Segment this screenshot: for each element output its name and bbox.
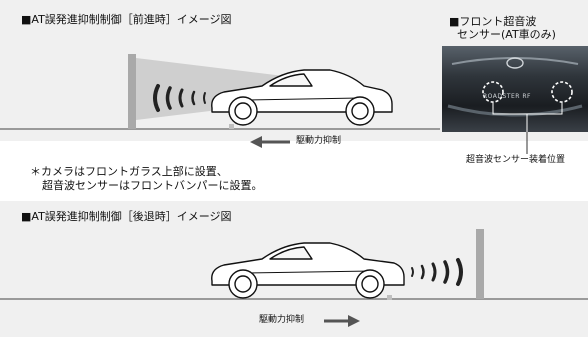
car-reverse: [211, 242, 405, 299]
note-line1: ＊カメラはフロントガラス上部に設置、: [30, 165, 228, 178]
car-forward: [211, 69, 393, 126]
sensor-position-label: 超音波センサー装着位置: [466, 155, 566, 165]
reverse-drive-suppression-arrow: [324, 315, 360, 327]
reverse-illustration: [0, 229, 588, 327]
forward-diagram-title: ■AT誤発進抑制制御［前進時］イメージ図: [21, 13, 232, 26]
ultrasonic-waves-reverse: [411, 258, 463, 286]
note-line2: 超音波センサーはフロントバンパーに設置。: [42, 179, 263, 192]
bumper-graphic: [447, 57, 583, 132]
sensor-marker-right: [551, 81, 573, 103]
ultrasonic-waves: [153, 84, 206, 112]
obstacle-wall: [128, 54, 136, 129]
forward-drive-suppression-arrow: [250, 136, 290, 148]
front-bumper-photo: ROADSTER RF: [442, 46, 588, 132]
license-plate-text: ROADSTER RF: [483, 93, 531, 100]
reverse-diagram-title: ■AT誤発進抑制制御［後退時］イメージ図: [21, 210, 232, 223]
obstacle-wall-reverse: [476, 229, 484, 299]
forward-illustration: [0, 54, 440, 148]
sensor-caption-line2: センサー(AT車のみ): [457, 28, 556, 41]
sensor-leader-line: [526, 132, 528, 154]
reverse-arrow-label: 駆動力抑制: [259, 315, 305, 325]
sensor-caption-line1: ■フロント超音波: [449, 15, 537, 28]
forward-arrow-label: 駆動力抑制: [296, 136, 342, 146]
